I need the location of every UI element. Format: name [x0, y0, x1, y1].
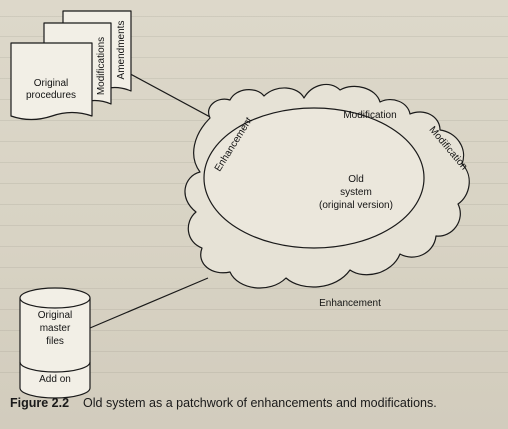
- connector-cylinder-to-cloud: [89, 277, 209, 329]
- label-original-procedures-2: procedures: [26, 90, 76, 101]
- label-original: Original: [38, 310, 72, 321]
- label-old: Old: [348, 174, 364, 185]
- figure-caption-text: Old system as a patchwork of enhancement…: [83, 396, 437, 410]
- label-original-procedures-1: Original: [34, 78, 68, 89]
- cylinder-top: [19, 287, 91, 309]
- label-add-on: Add on: [39, 374, 71, 385]
- cylinder-body: [19, 298, 91, 399]
- label-amendments: Amendments: [116, 21, 127, 80]
- document-original-procedures: [10, 42, 93, 121]
- figure-caption: Figure 2.2 Old system as a patchwork of e…: [10, 396, 500, 410]
- label-enhancement-bottom: Enhancement: [319, 298, 381, 309]
- figure-number: Figure 2.2: [10, 396, 70, 410]
- label-master: master: [40, 323, 71, 334]
- label-modifications: Modifications: [96, 37, 107, 95]
- label-original-version: (original version): [319, 200, 393, 211]
- label-system: system: [340, 187, 372, 198]
- label-files: files: [46, 336, 64, 347]
- old-system-ellipse: [203, 107, 425, 249]
- label-modification-top: Modification: [343, 110, 396, 121]
- cylinder-divider: [19, 361, 91, 373]
